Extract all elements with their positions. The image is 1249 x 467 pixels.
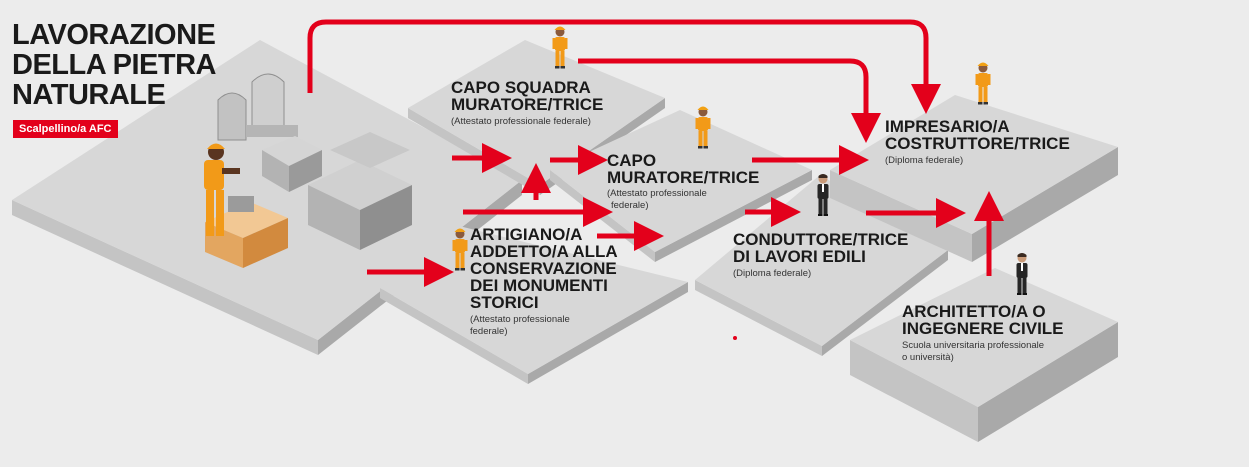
label-capo-muratore: CAPO MURATORE/TRICE (Attestato professio… bbox=[607, 152, 759, 212]
career-qualification-line: (Attestato professionale bbox=[470, 314, 570, 325]
platform-architetto bbox=[850, 268, 1118, 442]
career-qualification-line: (Attestato professionale federale) bbox=[451, 116, 591, 127]
title-line: NATURALE bbox=[12, 79, 166, 111]
career-qualification: (Attestato professionale federale) bbox=[451, 116, 603, 128]
title-line: LAVORAZIONE bbox=[12, 19, 216, 51]
red-dot bbox=[733, 336, 737, 340]
career-title-line: MURATORE/TRICE bbox=[607, 168, 760, 187]
career-title: CAPO SQUADRA MURATORE/TRICE bbox=[451, 79, 603, 113]
career-qualification-line: Scuola universitaria professionale bbox=[902, 340, 1045, 351]
career-title-line: COSTRUTTORE/TRICE bbox=[885, 134, 1070, 153]
arrow-capo-squadra-to-impresario bbox=[578, 58, 881, 144]
gravestone-icon bbox=[217, 73, 298, 141]
career-title-line: CAPO bbox=[607, 151, 657, 170]
career-title: CONDUTTORE/TRICE DI LAVORI EDILI bbox=[733, 231, 908, 265]
career-title-line: INGEGNERE CIVILE bbox=[902, 319, 1064, 338]
label-architetto: ARCHITETTO/A O INGEGNERE CIVILE Scuola u… bbox=[902, 303, 1064, 364]
career-title: ARTIGIANO/A ADDETTO/A ALLA CONSERVAZIONE… bbox=[470, 226, 618, 311]
career-title-line: ARCHITETTO/A O bbox=[902, 302, 1046, 321]
stonemason-worker-icon bbox=[204, 143, 288, 268]
career-qualification-line: (Diploma federale) bbox=[733, 268, 812, 279]
career-qualification: (Diploma federale) bbox=[885, 155, 1070, 167]
career-title-line: ARTIGIANO/A bbox=[470, 225, 583, 244]
career-qualification-line: (Attestato professionale bbox=[607, 188, 707, 199]
career-title-line: MURATORE/TRICE bbox=[451, 95, 604, 114]
career-title-line: CAPO SQUADRA bbox=[451, 78, 591, 97]
career-qualification-line: o università) bbox=[902, 352, 954, 363]
title-line: DELLA PIETRA bbox=[12, 49, 216, 81]
career-title: ARCHITETTO/A O INGEGNERE CIVILE bbox=[902, 303, 1064, 337]
career-title-line: IMPRESARIO/A bbox=[885, 117, 1010, 136]
label-conduttore: CONDUTTORE/TRICE DI LAVORI EDILI (Diplom… bbox=[733, 231, 908, 280]
career-title: IMPRESARIO/A COSTRUTTORE/TRICE bbox=[885, 118, 1070, 152]
profession-badge: Scalpellino/a AFC bbox=[13, 120, 118, 138]
career-qualification: (Attestato professionale federale) bbox=[607, 188, 759, 212]
label-artigiano: ARTIGIANO/A ADDETTO/A ALLA CONSERVAZIONE… bbox=[470, 226, 618, 338]
career-qualification-line: (Diploma federale) bbox=[885, 155, 964, 166]
platform-impresario bbox=[830, 95, 1118, 262]
label-capo-squadra: CAPO SQUADRA MURATORE/TRICE (Attestato p… bbox=[451, 79, 603, 128]
career-qualification: (Diploma federale) bbox=[733, 268, 908, 280]
career-title-line: CONDUTTORE/TRICE bbox=[733, 230, 909, 249]
career-qualification: Scuola universitaria professionale o uni… bbox=[902, 340, 1064, 364]
engineer-icon bbox=[975, 62, 991, 105]
career-title-line: STORICI bbox=[470, 293, 539, 312]
label-impresario: IMPRESARIO/A COSTRUTTORE/TRICE (Diploma … bbox=[885, 118, 1070, 167]
arrow-top-long bbox=[307, 19, 941, 115]
career-title-line: DI LAVORI EDILI bbox=[733, 247, 866, 266]
career-qualification: (Attestato professionale federale) bbox=[470, 314, 618, 338]
career-title-line: DEI MONUMENTI bbox=[470, 276, 608, 295]
career-qualification-line: federale) bbox=[470, 326, 508, 337]
career-qualification-line: federale) bbox=[611, 200, 649, 211]
career-title-line: ADDETTO/A ALLA bbox=[470, 242, 618, 261]
page-title: LAVORAZIONE DELLA PIETRA NATURALE bbox=[12, 20, 216, 110]
career-title-line: CONSERVAZIONE bbox=[470, 259, 617, 278]
stone-block-icon bbox=[262, 132, 412, 250]
career-title: CAPO MURATORE/TRICE bbox=[607, 152, 759, 186]
